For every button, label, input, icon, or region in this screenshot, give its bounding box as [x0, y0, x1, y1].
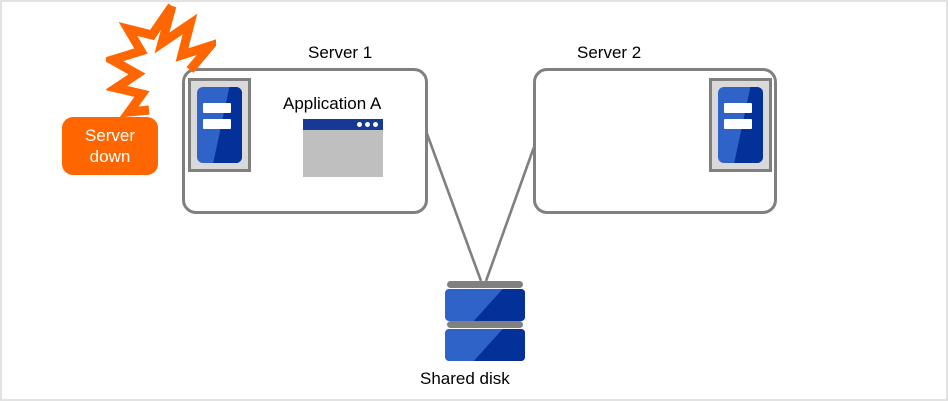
server1-title: Server 1 — [308, 43, 373, 62]
app-window-dot-icon — [357, 122, 362, 127]
badge-line-1: Server — [84, 126, 136, 145]
disk-cap-middle — [447, 321, 523, 328]
server-icon-bar-bottom — [724, 118, 753, 129]
disk-plate-upper — [445, 289, 525, 321]
app-window-titlebar — [303, 119, 383, 130]
disk-plate-shade — [473, 289, 525, 321]
server-icon-body — [718, 87, 763, 163]
connector-server1-to-disk — [424, 130, 483, 282]
figure-frame-right — [946, 0, 948, 401]
badge-line-2: down — [89, 147, 131, 166]
server2-machine-icon — [709, 78, 772, 172]
server-icon-bar-bottom — [203, 118, 232, 129]
server-icon-body — [197, 87, 242, 163]
figure-frame-top — [0, 0, 948, 2]
server1-machine-icon — [188, 78, 251, 172]
app-window-dot-icon — [365, 122, 370, 127]
application-a-label: Application A — [283, 94, 382, 113]
disk-plate-lower — [445, 329, 525, 361]
server2-title: Server 2 — [577, 43, 642, 62]
server-down-badge: Server down — [62, 117, 158, 175]
app-window-dot-icon — [373, 122, 378, 127]
server-icon-bar-top — [724, 102, 753, 113]
connector-server2-to-disk — [484, 146, 536, 282]
shared-disk-icon — [445, 281, 525, 361]
disk-plate-shade — [473, 329, 525, 361]
explosion-icon — [106, 3, 216, 118]
figure-frame-bottom — [0, 399, 948, 401]
application-window-icon — [303, 119, 383, 177]
shared-disk-label: Shared disk — [420, 369, 510, 388]
disk-cap-top — [447, 281, 523, 288]
figure-frame-left — [0, 0, 2, 401]
server-icon-bar-top — [203, 102, 232, 113]
